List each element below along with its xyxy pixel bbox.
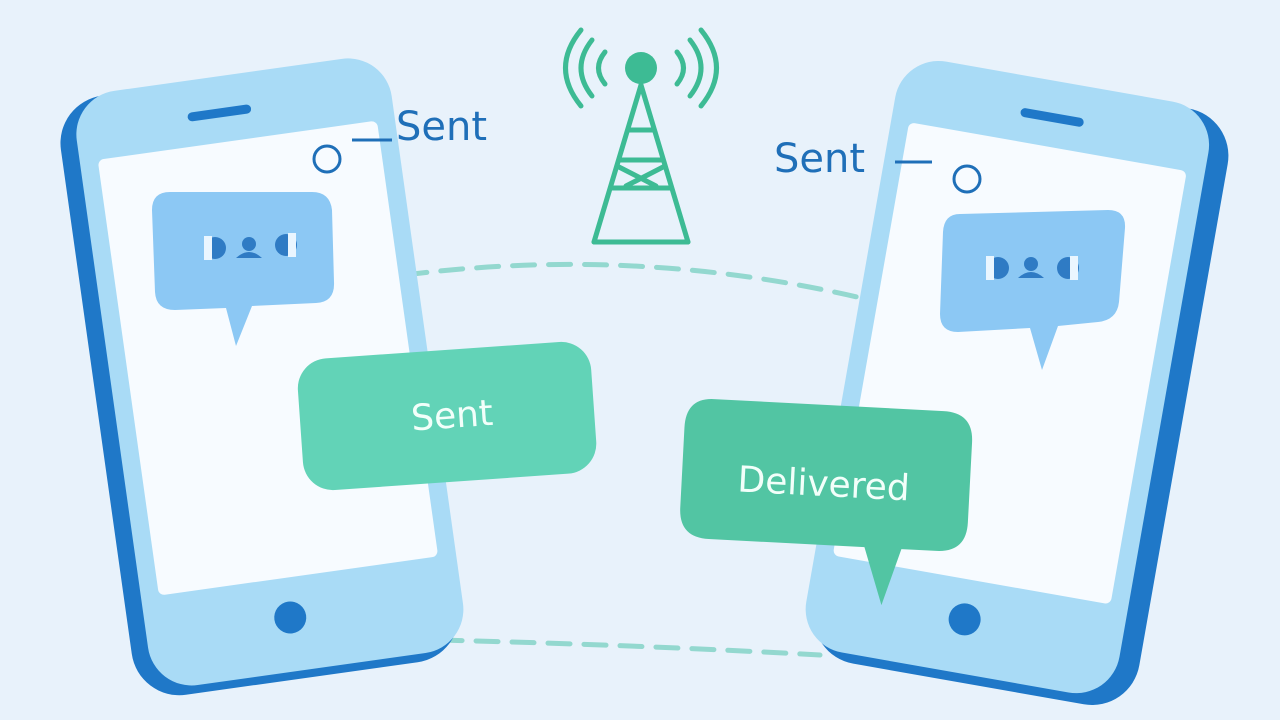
left-chat-bubble [152, 192, 335, 346]
typing-dots-icon [986, 256, 1079, 280]
cell-tower-icon [563, 27, 719, 245]
bottom-connection-line [437, 637, 823, 658]
typing-dots-icon [204, 233, 297, 260]
tower-structure [591, 82, 691, 245]
right-message-bubble: Delivered [680, 399, 973, 606]
right-status-indicator: Sent [774, 136, 982, 194]
tower-antenna-tip [625, 52, 657, 84]
left-status-dot-icon [312, 144, 342, 174]
left-message-bubble: Sent [297, 341, 597, 491]
left-phone-speaker [187, 104, 252, 122]
right-phone-home-button[interactable] [946, 601, 983, 638]
left-phone-home-button[interactable] [272, 599, 308, 635]
right-chat-bubble [940, 210, 1126, 370]
signal-waves-icon [563, 27, 719, 109]
right-status-dot-icon [952, 164, 982, 194]
top-connection-line [402, 261, 873, 303]
right-phone-speaker [1020, 108, 1084, 127]
right-message-bubble-label: Delivered [737, 459, 911, 509]
connection-lines [402, 261, 873, 658]
left-status-indicator: Sent [312, 104, 487, 174]
left-message-bubble-label: Sent [410, 393, 495, 440]
right-status-label: Sent [774, 136, 865, 182]
left-status-label: Sent [396, 104, 487, 150]
